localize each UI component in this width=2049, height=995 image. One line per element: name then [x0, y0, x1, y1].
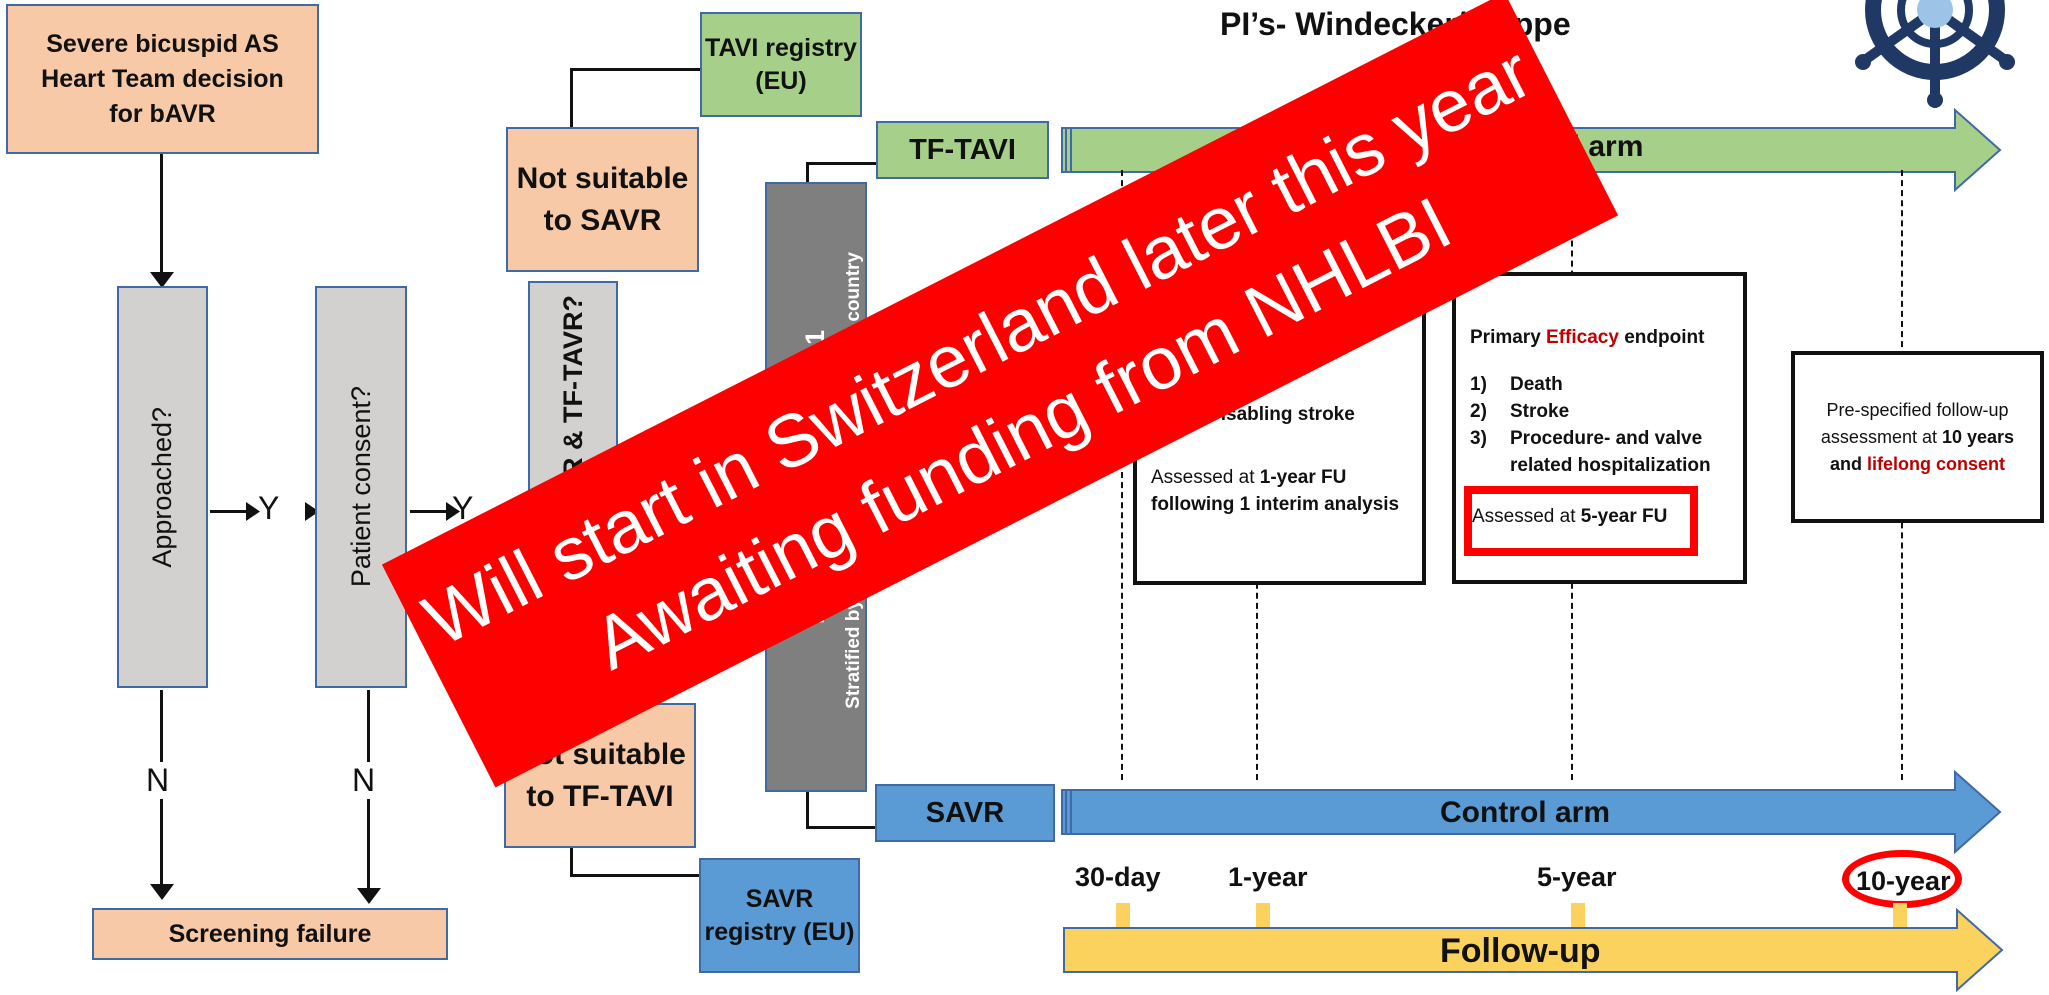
screening-failure-label: Screening failure [168, 919, 372, 948]
yes-label-2: Y [452, 490, 474, 526]
control-arm-arrow [1061, 770, 2002, 854]
safety-assessed-note: following 1 interim analysis [1151, 494, 1400, 515]
not-suitable-savr-label: Not suitable to SAVR [516, 161, 689, 237]
efficacy-title: Primary Efficacy endpoint [1470, 327, 1705, 348]
followup-label: Follow-up [1440, 932, 1601, 970]
approached-label: Approached? [147, 406, 177, 568]
safety-assessed-time: 1-year FU [1259, 467, 1347, 488]
savr-registry-label: SAVR registry (EU) [704, 884, 855, 946]
tf-tavi-label: TF-TAVI [909, 133, 1016, 166]
timeline-1-year: 1-year [1228, 862, 1308, 892]
start-box: Severe bicuspid AS Heart Team decision f… [6, 4, 319, 154]
consent-box: Patient consent? [315, 286, 407, 688]
followup-arrow [1063, 908, 2004, 992]
efficacy-assessed-highlight [1464, 486, 1698, 556]
tavi-registry-box: TAVI registry (EU) [700, 12, 862, 117]
yes-label-1: Y [258, 490, 280, 526]
consent-label: Patient consent? [345, 386, 376, 588]
approached-box: Approached? [117, 286, 208, 688]
no-label-2: N [352, 762, 376, 799]
safety-item-2: Disabling stroke [1207, 404, 1355, 425]
timeline-10-year: 10-year [1856, 866, 1951, 896]
not-suitable-tavi-box: Not suitable to TF-TAVI [504, 703, 696, 848]
safety-assessed-prefix: Assessed at [1151, 467, 1260, 488]
control-arm-label: Control arm [1440, 796, 1611, 829]
ship-wheel-icon [1855, 0, 2015, 108]
efficacy-assessed-text: Assessed at 5-year FU [1472, 506, 1668, 527]
timeline-30-day: 30-day [1075, 862, 1161, 892]
start-label: Severe bicuspid AS Heart Team decision f… [41, 29, 284, 128]
savr-registry-box: SAVR registry (EU) [699, 858, 860, 973]
savr-label: SAVR [925, 796, 1005, 829]
tf-tavi-box: TF-TAVI [876, 121, 1049, 179]
savr-box: SAVR [875, 784, 1055, 842]
efficacy-list: 1)Death 2)Stroke 3)Procedure- and valve … [1470, 374, 1711, 476]
followup-box: Pre-specified follow-up assessment at 10… [1791, 351, 2044, 523]
not-suitable-savr-box: Not suitable to SAVR [506, 127, 699, 272]
screening-failure-box: Screening failure [92, 908, 448, 960]
timeline-5-year: 5-year [1537, 862, 1617, 892]
tavi-registry-label: TAVI registry (EU) [705, 33, 857, 95]
no-label-1: N [146, 762, 170, 799]
